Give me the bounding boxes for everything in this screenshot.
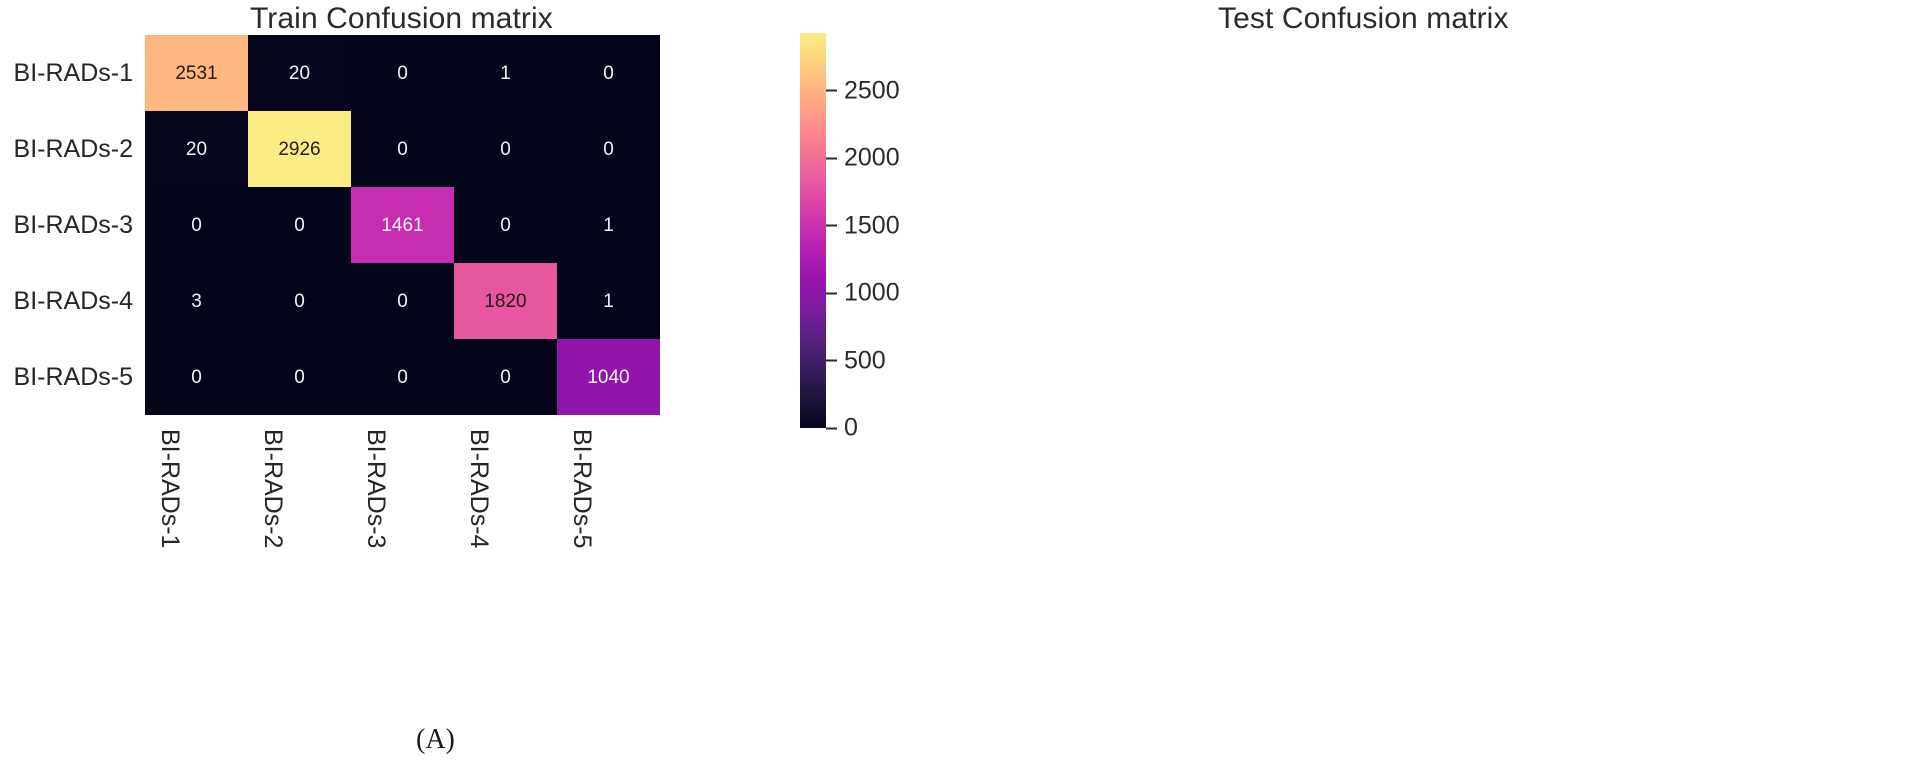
cell-value: 0: [191, 366, 202, 388]
x-axis-tick-slot: BI-RADs-2: [248, 421, 351, 631]
cell-value: 0: [603, 138, 614, 160]
x-axis-labels-train: BI-RADs-1 BI-RADs-2 BI-RADs-3 BI-RADs-4 BI-R…: [145, 421, 660, 631]
y-axis-tick-label: BI-RADs-5: [13, 363, 133, 391]
cell-value: 1: [500, 62, 511, 84]
colorbar-tick-label: 0: [844, 413, 858, 442]
x-axis-tick-slot: BI-RADs-1: [145, 421, 248, 631]
colorbar-tick-mark: [826, 427, 837, 429]
heatmap-cell: 1: [454, 35, 557, 111]
cell-value: 1: [603, 290, 614, 312]
panel-title-train: Train Confusion matrix: [250, 2, 553, 35]
colorbar-tick-mark: [826, 89, 837, 92]
y-axis-tick-label: BI-RADs-4: [13, 287, 133, 315]
x-axis-tick-label: BI-RADs-4: [464, 429, 493, 549]
colorbar-tick: 1000: [826, 279, 900, 308]
cell-value: 2531: [175, 62, 218, 84]
x-axis-tick-label: BI-RADs-3: [361, 429, 390, 549]
cell-value: 3: [191, 290, 202, 312]
x-axis-tick-label: BI-RADs-1: [155, 429, 184, 549]
panel-test: Test Confusion matrix BI-RADs-1BI-RADs-2…: [950, 0, 1930, 783]
colorbar-tick-mark: [826, 359, 837, 362]
cell-value: 0: [294, 290, 305, 312]
cell-value: 20: [288, 62, 311, 84]
panel-title-test: Test Confusion matrix: [1218, 2, 1509, 35]
heatmap-cell: 3: [145, 263, 248, 339]
cell-value: 0: [397, 138, 408, 160]
colorbar-gradient-train: [800, 33, 826, 428]
y-axis-tick-label: BI-RADs-1: [13, 59, 133, 87]
heatmap-cell: 1820: [454, 263, 557, 339]
colorbar-tick-label: 2500: [844, 76, 900, 104]
colorbar-tick-label: 1500: [844, 211, 900, 239]
cell-value: 1820: [484, 290, 527, 312]
colorbar-tick-mark: [826, 224, 837, 227]
heatmap-cell: 0: [351, 35, 454, 111]
cell-value: 0: [500, 214, 511, 236]
colorbar-tick-label: 2000: [844, 143, 900, 172]
heatmap-cell: 0: [351, 339, 454, 415]
heatmap-cell: 2926: [248, 111, 351, 187]
cell-value: 1040: [587, 366, 630, 388]
heatmap-cell: 0: [351, 111, 454, 187]
heatmap-cell: 0: [557, 111, 660, 187]
heatmap-cell: 0: [248, 187, 351, 263]
y-axis-tick-label: BI-RADs-2: [13, 135, 133, 163]
x-axis-tick-slot: BI-RADs-5: [557, 421, 660, 631]
cell-value: 0: [397, 62, 408, 84]
heatmap-cell: 0: [454, 339, 557, 415]
colorbar-tick-label: 1000: [844, 278, 900, 307]
colorbar-train: 2500 2000 1500 1000 500 0: [800, 33, 950, 442]
cell-value: 1461: [381, 214, 424, 236]
colorbar-tick: 1500: [826, 211, 900, 240]
heatmap-cell: 20: [145, 111, 248, 187]
cell-value: 0: [500, 366, 511, 388]
panel-caption-a: (A): [416, 724, 455, 755]
heatmap-cell: 0: [248, 339, 351, 415]
colorbar-tick: 500: [826, 346, 886, 375]
colorbar-tick-label: 500: [844, 346, 886, 374]
heatmap-cell: 2531: [145, 35, 248, 111]
heatmap-cell: 0: [248, 263, 351, 339]
y-axis-tick-label: BI-RADs-3: [13, 211, 133, 239]
heatmap-cell: 0: [454, 187, 557, 263]
heatmap-cell: 20: [248, 35, 351, 111]
heatmap-cell: 0: [145, 187, 248, 263]
heatmap-cell: 1040: [557, 339, 660, 415]
heatmap-cell: 0: [351, 263, 454, 339]
colorbar-tick-mark: [826, 157, 837, 159]
colorbar-tick: 2500: [826, 76, 900, 105]
cell-value: 0: [191, 214, 202, 236]
colorbar-tick: 2000: [826, 144, 900, 173]
cell-value: 2926: [278, 138, 321, 160]
x-axis-tick-slot: BI-RADs-4: [454, 421, 557, 631]
cell-value: 0: [603, 62, 614, 84]
cell-value: 0: [294, 366, 305, 388]
x-axis-tick-label: BI-RADs-5: [567, 429, 596, 549]
cell-value: 0: [500, 138, 511, 160]
x-axis-tick-label: BI-RADs-2: [258, 429, 287, 549]
colorbar-tick: 0: [826, 414, 858, 443]
x-axis-tick-slot: BI-RADs-3: [351, 421, 454, 631]
colorbar-tick-mark: [826, 292, 837, 294]
heatmap-cell: 0: [454, 111, 557, 187]
heatmap-cell: 0: [557, 35, 660, 111]
heatmap-cell: 1: [557, 263, 660, 339]
heatmap-cell: 1461: [351, 187, 454, 263]
heatmap-cell: 1: [557, 187, 660, 263]
heatmap-cell: 0: [145, 339, 248, 415]
cell-value: 0: [294, 214, 305, 236]
cell-value: 0: [397, 290, 408, 312]
cell-value: 0: [397, 366, 408, 388]
cell-value: 20: [185, 138, 208, 160]
cell-value: 1: [603, 214, 614, 236]
